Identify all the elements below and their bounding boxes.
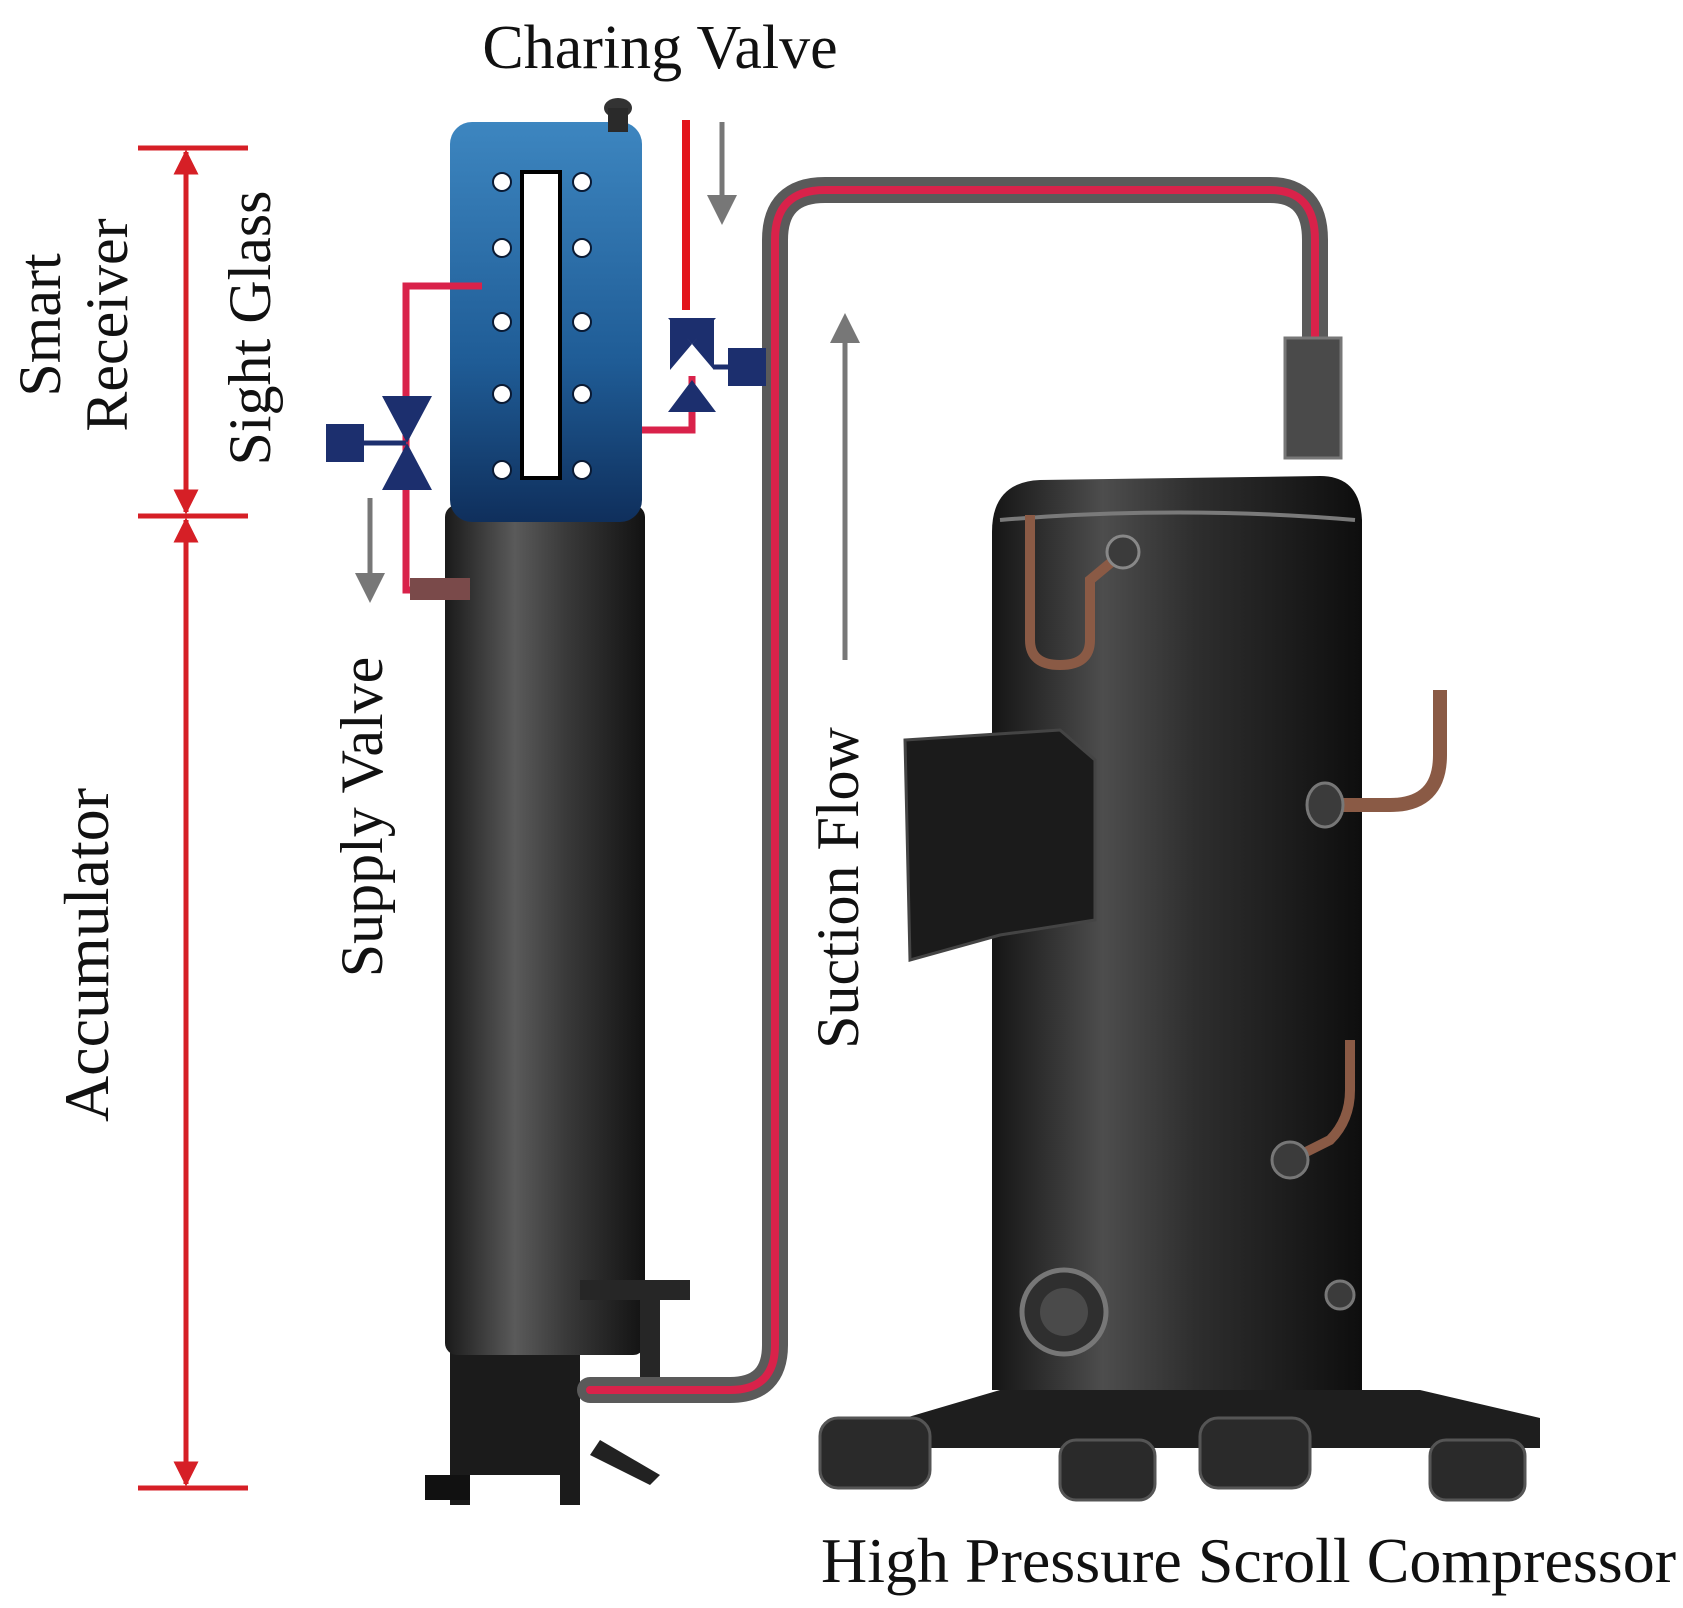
- compressor-top-rim: [999, 510, 1356, 522]
- receiver-accumulator-tank: [425, 98, 690, 1505]
- tank-foot-right: [590, 1440, 660, 1485]
- compressor-shell: [992, 476, 1362, 1390]
- smart-receiver-label-line1: Smart: [7, 253, 73, 397]
- lower-fitting: [1324, 1279, 1356, 1311]
- suction-inlet-fitting: [1283, 336, 1343, 460]
- compressor-feet: [818, 1416, 1527, 1502]
- tank-leg-front: [450, 1340, 580, 1505]
- compressor-label: High Pressure Scroll Compressor: [821, 1525, 1676, 1596]
- scroll-compressor: [818, 476, 1540, 1502]
- charging-valve-icon: [668, 318, 766, 412]
- smart-receiver-label-line2: Receiver: [74, 218, 140, 431]
- suction-flow-label: Suction Flow: [805, 726, 871, 1048]
- side-tube: [1287, 1040, 1355, 1165]
- side-fitting: [1270, 1140, 1310, 1180]
- charging-valve-label: Charing Valve: [482, 14, 837, 82]
- accumulator-body: [445, 505, 645, 1355]
- copper-tube-top: [1025, 515, 1124, 671]
- flow-arrows: [355, 122, 860, 660]
- discharge-tube: [1325, 690, 1447, 812]
- sight-glass-window: [520, 170, 562, 480]
- supply-valve-label: Supply Valve: [329, 657, 395, 978]
- sight-glass-bolts: [492, 172, 592, 480]
- supply-port-fitting: [410, 578, 470, 600]
- discharge-fitting: [1305, 781, 1345, 829]
- tank-cap-stem: [608, 108, 628, 132]
- suction-line: [577, 177, 1328, 1403]
- sight-glass-label: Sight Glass: [217, 190, 283, 465]
- dimension-markers: [138, 145, 248, 1491]
- top-fitting: [1105, 534, 1141, 570]
- accumulator-label: Accumulator: [51, 788, 122, 1122]
- tank-foot: [425, 1475, 470, 1500]
- tank-bracket: [580, 1280, 690, 1380]
- sight-port-inner: [1040, 1288, 1088, 1336]
- supply-valve-icon: [326, 396, 432, 490]
- terminal-box: [903, 728, 1097, 962]
